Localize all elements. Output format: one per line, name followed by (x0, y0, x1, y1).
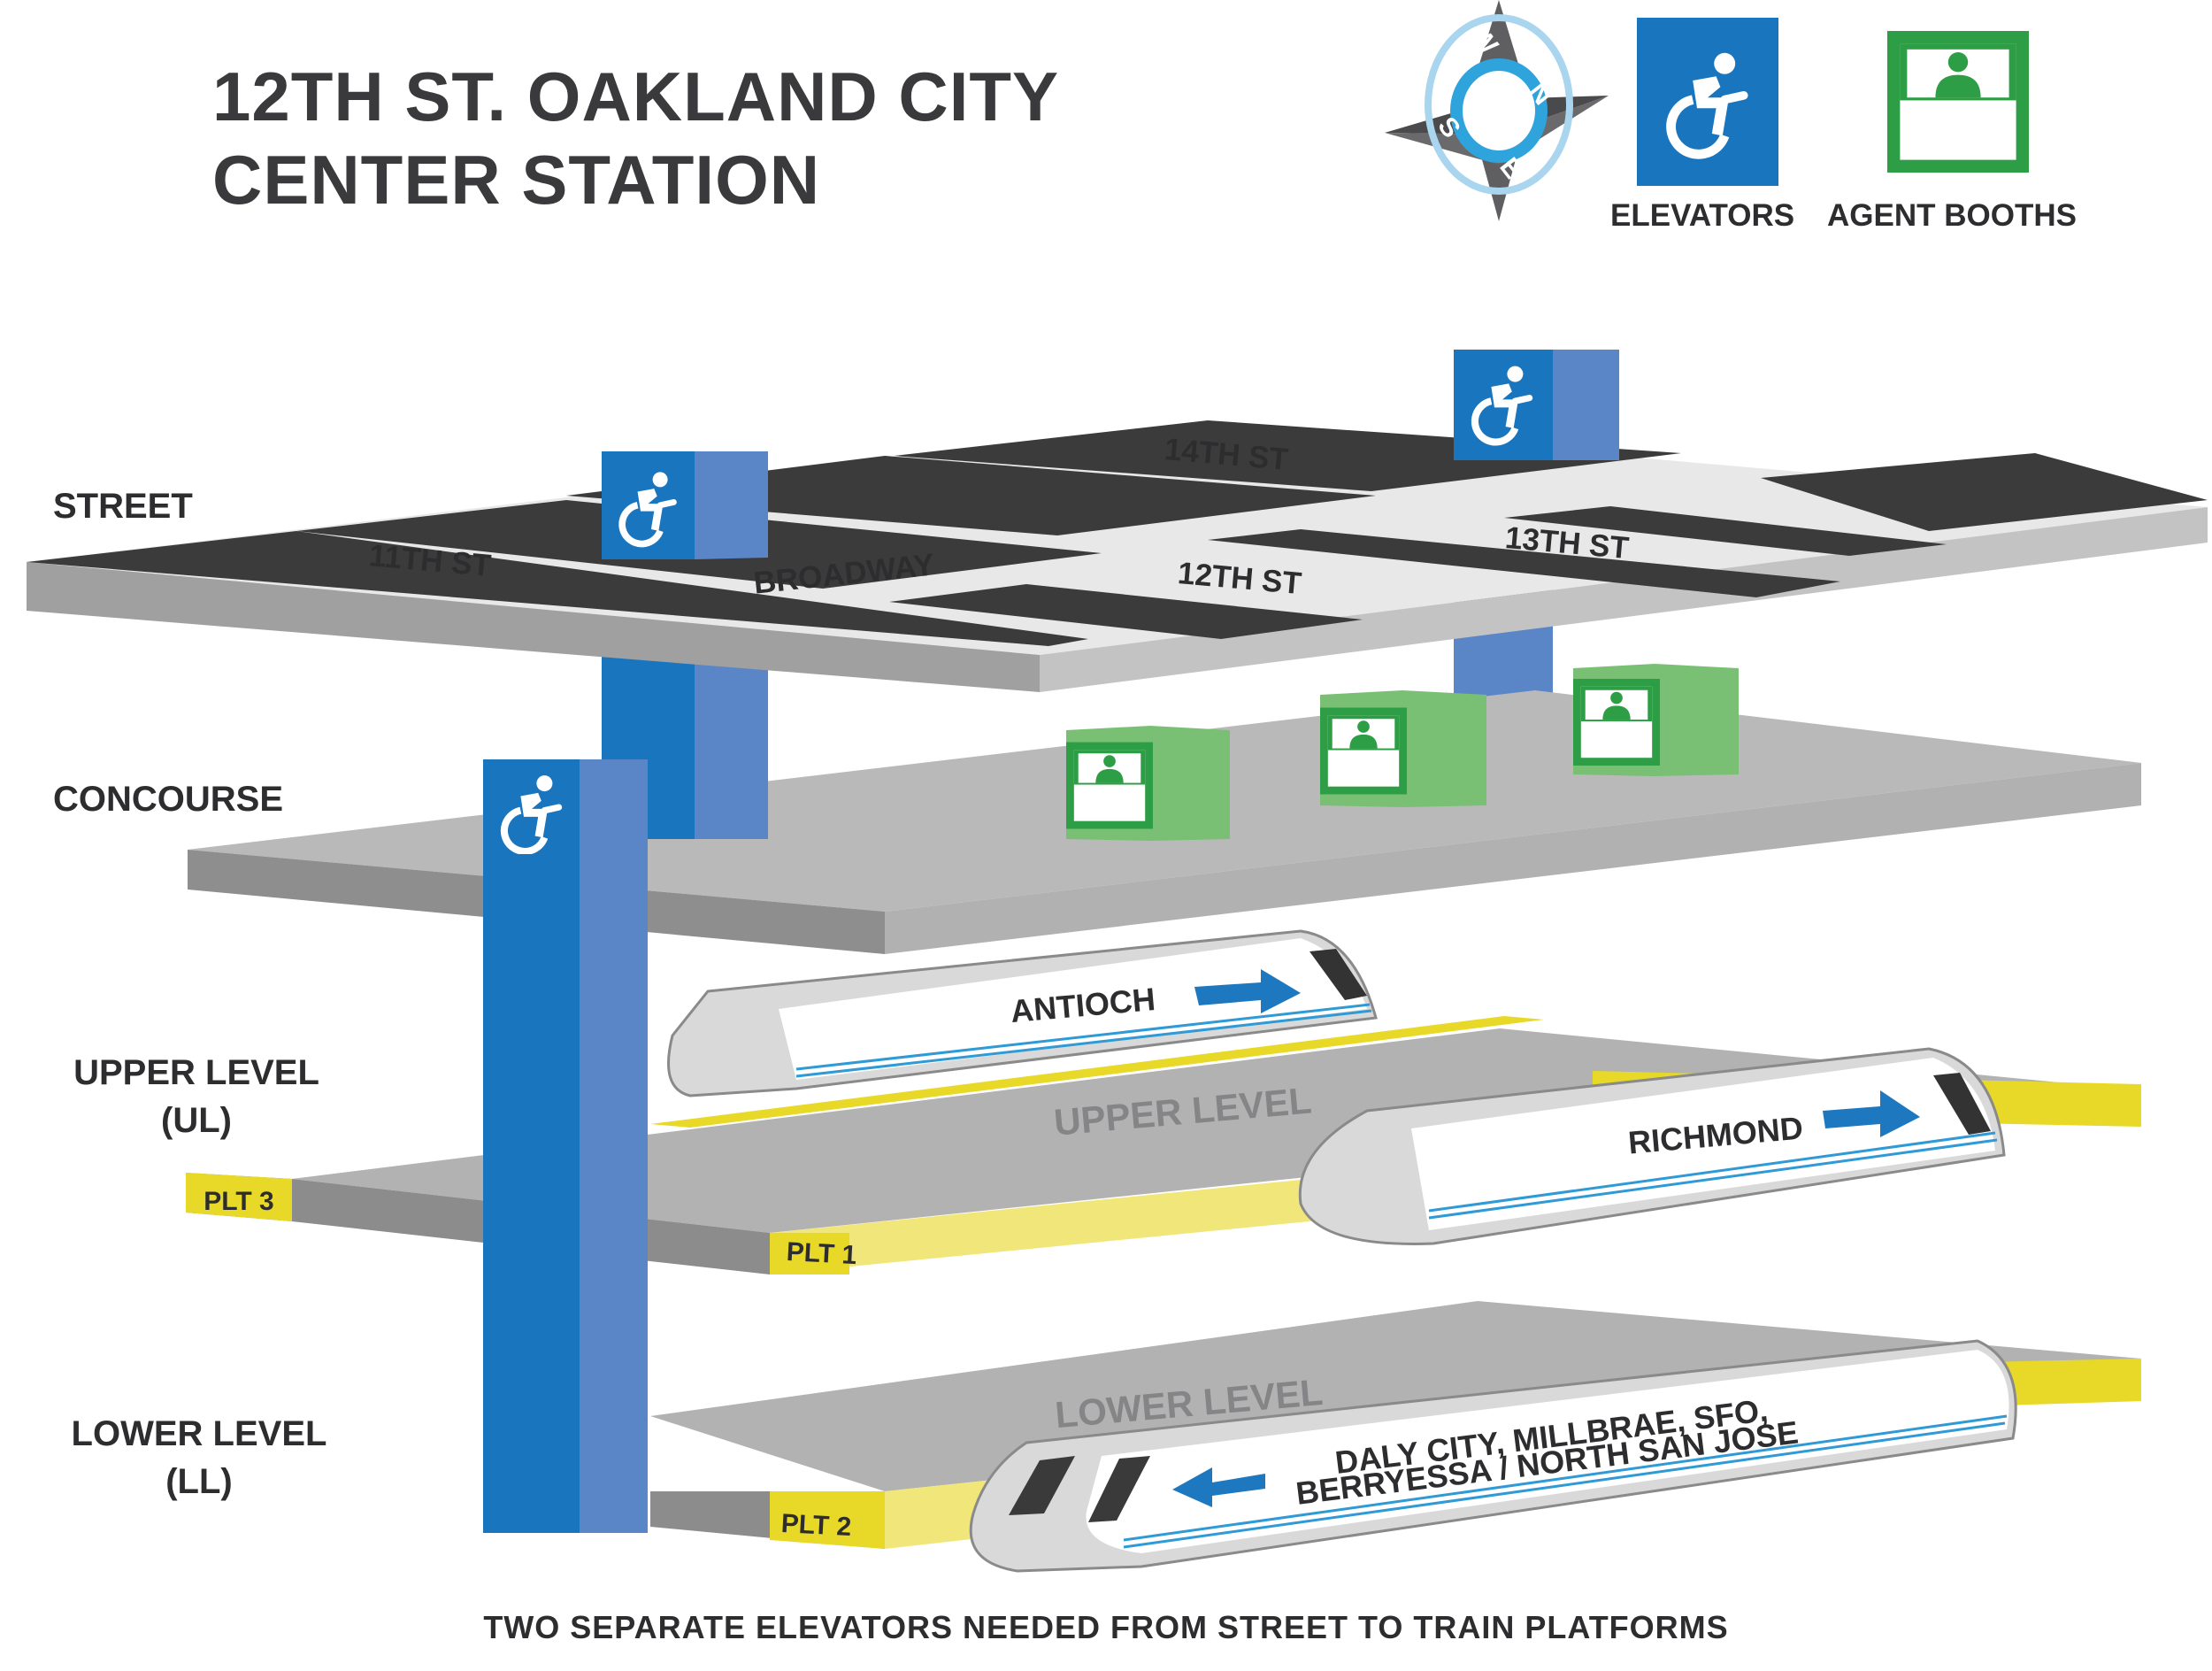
street-level (27, 420, 2208, 692)
street-elevator-broadway (602, 451, 768, 559)
level-label-lower-2: (LL) (165, 1462, 233, 1501)
legend-agent-booths-label: AGENT BOOTHS (1827, 198, 2077, 233)
level-label-upper-2: (UL) (161, 1101, 232, 1140)
street-14th (566, 456, 1376, 535)
train-lower-level: DALY CITY, MILLBRAE, SFO, BERRYESSA / NO… (969, 1339, 2017, 1573)
legend-agent-booth-icon (1887, 31, 2029, 173)
compass-icon: N S E W (1385, 0, 1609, 221)
level-label-lower: LOWER LEVEL (LL) (53, 1410, 345, 1505)
street-elevator-13th (1454, 350, 1619, 460)
train-richmond: RICHMOND (1298, 1047, 2006, 1245)
train-antioch: ANTIOCH (667, 929, 1378, 1097)
level-label-concourse: CONCOURSE (53, 780, 284, 819)
street-13th (1504, 506, 1947, 556)
level-label-upper: UPPER LEVEL (UL) (55, 1049, 338, 1144)
level-label-lower-1: LOWER LEVEL (71, 1414, 327, 1453)
elevator-shaft-platforms (483, 759, 648, 1533)
concourse-elevator (483, 759, 648, 872)
elevator-shaft-broadway (602, 646, 768, 839)
street-11th (27, 531, 1088, 646)
legend-elevator-icon (1637, 18, 1778, 186)
legend-elevators-label: ELEVATORS (1610, 198, 1795, 233)
platform-label-2: PLT 2 (780, 1509, 852, 1542)
agent-booth (1573, 664, 1739, 776)
footer-note: TWO SEPARATE ELEVATORS NEEDED FROM STREE… (483, 1609, 1729, 1645)
platform-label-1: PLT 1 (786, 1237, 857, 1270)
level-label-street: STREET (53, 487, 193, 526)
level-label-upper-1: UPPER LEVEL (73, 1053, 319, 1092)
platform-label-3: PLT 3 (204, 1187, 273, 1216)
title-line-2: CENTER STATION (212, 141, 821, 219)
page-title: 12TH ST. OAKLAND CITY CENTER STATION (212, 55, 1059, 221)
agent-booth (1320, 690, 1486, 807)
street-12th (1208, 529, 1840, 597)
title-line-1: 12TH ST. OAKLAND CITY (212, 58, 1060, 135)
agent-booth (1066, 726, 1230, 841)
